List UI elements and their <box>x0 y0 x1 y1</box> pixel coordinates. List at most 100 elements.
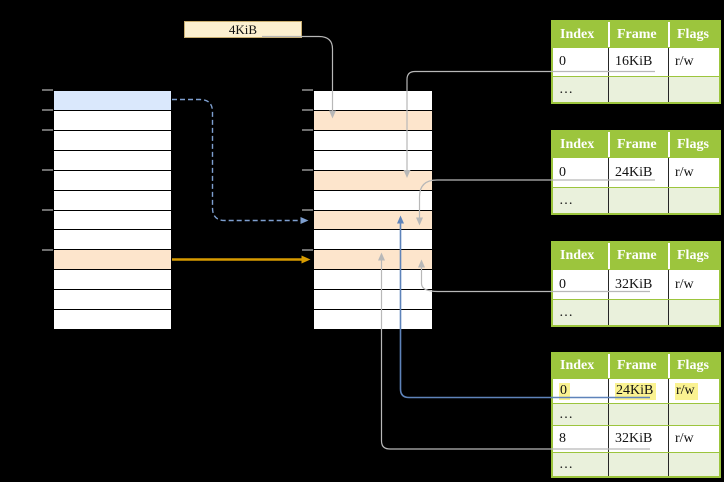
physical-memory-row-0 <box>314 91 432 111</box>
page-table-4-header-frame: Frame <box>608 354 668 378</box>
page-table-4-row-2-frame: 32KiB <box>608 426 668 452</box>
page-table-4-row-0-index: 0 <box>553 379 608 403</box>
page-table-1-row-0-index: 0 <box>559 54 566 69</box>
page-table-4-row-1: … <box>553 403 719 425</box>
physical-memory-row-3 <box>314 151 432 171</box>
page-table-2-row-1-flags <box>668 188 719 213</box>
page-table-1-row-1-index: … <box>559 81 573 97</box>
physical-memory-row-8 <box>314 250 432 271</box>
page-table-1-header-index: Index <box>560 26 595 42</box>
virtual-memory-column <box>53 90 172 330</box>
page-table-4-row-0: 0 24KiB r/w <box>553 378 719 403</box>
physical-tick-y210 <box>302 209 313 211</box>
page-table-1-header-flags: Flags <box>668 22 719 47</box>
page-table-4-row-0-frame: 24KiB <box>608 379 668 403</box>
virtual-tick-y130 <box>42 129 53 131</box>
page-table-2-row-1: … <box>553 187 719 213</box>
page-table-1-header-frame: Frame <box>608 22 668 47</box>
page-table-3-row-0-flags: r/w <box>668 270 719 299</box>
virtual-tick-y250 <box>42 249 53 251</box>
page-table-4-row-3: … <box>553 452 719 476</box>
connector-virtual-row-0-to-physical-row-6 <box>172 98 309 224</box>
page-table-2-header-flags: Flags <box>668 132 719 157</box>
virtual-memory-row-5 <box>54 191 171 211</box>
virtual-memory-row-10 <box>54 290 171 311</box>
virtual-memory-row-2 <box>54 131 171 151</box>
page-table-4-header-index: Index <box>560 358 595 373</box>
page-table-1-row-1-frame <box>608 77 668 102</box>
virtual-memory-row-6 <box>54 211 171 231</box>
page-table-3-header-frame: Frame <box>608 243 668 269</box>
page-table-4-row-2-index: 8 <box>559 431 566 446</box>
physical-tick-y90 <box>302 89 313 91</box>
virtual-memory-row-0 <box>54 91 171 111</box>
physical-tick-y130 <box>302 129 313 131</box>
virtual-memory-row-8 <box>54 250 171 271</box>
page-table-3-row-1-index: … <box>559 304 573 320</box>
page-table-4-row-3-frame <box>608 453 668 476</box>
page-table-1-row-1-flags <box>668 77 719 102</box>
physical-memory-row-7 <box>314 230 432 251</box>
virtual-tick-y210 <box>42 209 53 211</box>
physical-memory-row-2 <box>314 131 432 151</box>
highlighted-value: 24KiB <box>615 382 657 400</box>
page-table-3-row-0-frame: 32KiB <box>608 270 668 299</box>
page-table-4-row-3-index: … <box>559 456 573 472</box>
physical-memory-row-4 <box>314 170 432 191</box>
virtual-memory-row-4 <box>54 171 171 191</box>
page-table-4-header-flags: Flags <box>668 354 719 378</box>
page-table-4-row-1-flags <box>668 404 719 425</box>
page-table-3-row-0-index: 0 <box>559 276 566 292</box>
page-table-4-row-1-frame <box>608 404 668 425</box>
physical-memory-row-1 <box>314 110 432 131</box>
highlighted-value: r/w <box>675 382 698 400</box>
page-table-3-row-1: … <box>553 299 719 325</box>
highlighted-value: 0 <box>559 382 570 400</box>
page-table-4-row-2-flags: r/w <box>668 426 719 452</box>
page-table-2-row-0-index: 0 <box>559 164 566 180</box>
physical-memory-row-5 <box>314 191 432 211</box>
page-table-2-row-0-frame: 24KiB <box>608 158 668 187</box>
page-table-2-row-1-frame <box>608 188 668 213</box>
physical-tick-y110 <box>302 109 313 111</box>
page-table-3-header-index: Index <box>560 248 595 263</box>
page-table-4-row-0-flags: r/w <box>668 379 719 403</box>
page-table-2-header-frame: Frame <box>608 132 668 157</box>
page-table-3-row-1-frame <box>608 300 668 325</box>
page-table-4-row-1-index: … <box>559 406 573 422</box>
page-table-3-row-1-flags <box>668 300 719 325</box>
page-table-1-row-0-flags: r/w <box>668 48 719 76</box>
virtual-tick-y90 <box>42 89 53 91</box>
physical-memory-row-10 <box>314 290 432 311</box>
page-size-label: 4KiB <box>184 21 302 38</box>
physical-memory-row-11 <box>314 310 432 329</box>
physical-tick-y250 <box>302 249 313 251</box>
physical-memory-row-6 <box>314 210 432 231</box>
page-table-1-row-0-frame: 16KiB <box>608 48 668 76</box>
page-table-1-row-1: … <box>553 76 719 102</box>
physical-memory-column <box>313 90 433 330</box>
page-table-2-row-1-index: … <box>559 192 573 208</box>
virtual-memory-row-7 <box>54 230 171 251</box>
page-table-2-header-index: Index <box>560 136 595 152</box>
page-table-3-header-flags: Flags <box>668 243 719 269</box>
virtual-memory-row-9 <box>54 270 171 291</box>
physical-memory-row-9 <box>314 270 432 291</box>
virtual-memory-row-1 <box>54 111 171 131</box>
virtual-tick-y110 <box>42 109 53 111</box>
page-table-2-row-0-flags: r/w <box>668 158 719 187</box>
page-table-4-row-3-flags <box>668 453 719 476</box>
